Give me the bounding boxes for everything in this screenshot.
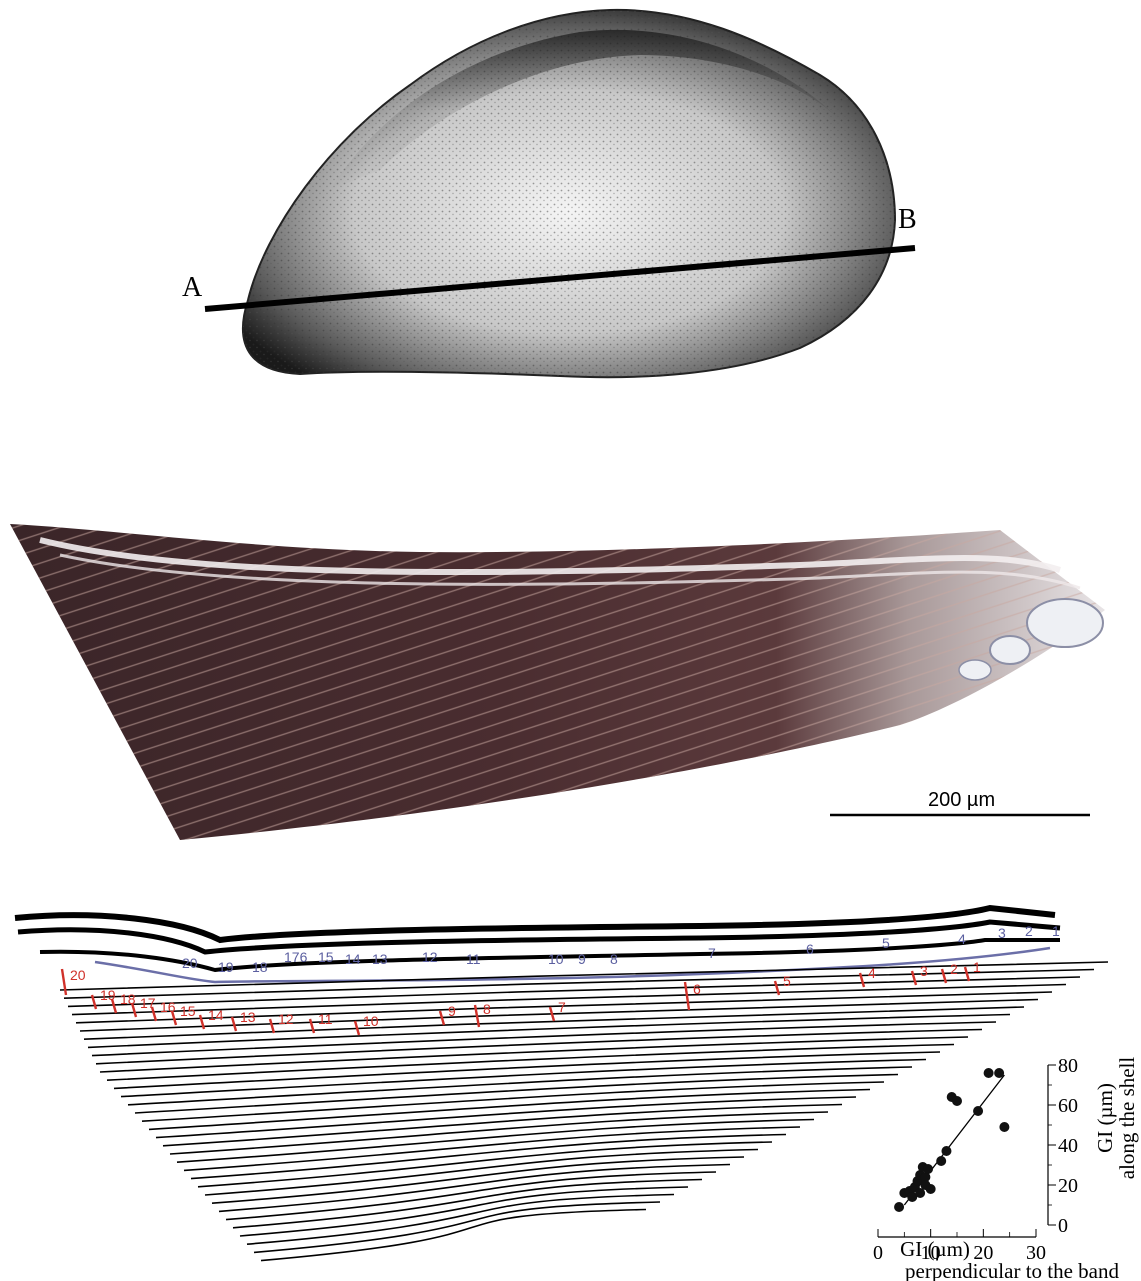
blue-band-label: 2 [1025,923,1033,939]
red-increment-label: 14 [208,1007,224,1023]
x-axis-label: GI (µm) [900,1237,970,1261]
blue-band-label: 5 [882,935,890,951]
growth-line [135,1075,898,1114]
growth-line [163,1105,842,1146]
point-a-label: A [182,272,203,303]
blue-band-label: 176 [284,949,308,965]
blue-band-label: 7 [708,945,716,961]
blue-band-label: 11 [466,951,481,967]
growth-line [142,1082,884,1121]
growth-line [177,1120,814,1163]
red-increment-label: 15 [180,1003,196,1019]
blue-band-label: 1 [1052,923,1060,939]
red-increment-label: 7 [558,999,566,1015]
shell-drawing-panel: A B [0,0,1141,400]
scatter-point [973,1106,983,1116]
y-axis-label: GI (µm) [1093,1083,1117,1153]
blue-band-label: 14 [345,951,361,967]
chart-axes: 0102030020406080 [873,1055,1078,1264]
red-increment-label: 8 [483,1001,491,1017]
red-increment-label: 3 [920,963,928,979]
growth-line [92,1022,996,1056]
red-increment-label: 18 [120,991,136,1007]
scatter-point [994,1068,1004,1078]
growth-line [170,1112,828,1154]
red-increment-mark [912,971,916,985]
growth-line [240,1187,688,1236]
y-tick-label: 60 [1058,1095,1078,1117]
red-increment-label: 19 [100,987,116,1003]
red-increment-label: 10 [363,1013,379,1029]
y-tick-label: 0 [1058,1215,1068,1237]
scatter-point [952,1096,962,1106]
blue-band-label: 6 [806,941,814,957]
red-increment-mark [232,1017,236,1031]
red-increment-label: 9 [448,1003,456,1019]
shell-drawing: A B [0,0,1141,400]
blue-band-label: 13 [372,951,388,967]
red-increment-label: 17 [140,995,156,1011]
red-increment-label: 6 [693,981,701,997]
growth-line [84,1007,1024,1039]
scatter-point [999,1122,1009,1132]
growth-line [88,1015,1010,1048]
growth-line [156,1097,856,1138]
micrograph: 200 µm [0,510,1141,850]
red-increment-mark [685,982,689,1010]
growth-line [247,1195,674,1245]
chart-points [894,1068,1009,1212]
outer-layer-line [15,908,1055,940]
scatter-point [941,1146,951,1156]
y-tick-label: 20 [1058,1175,1078,1197]
red-increment-label: 13 [240,1009,256,1025]
blue-band-label: 20 [182,955,198,971]
blue-band-label: 10 [548,951,564,967]
growth-line [149,1090,870,1130]
blue-band-label: 9 [578,951,586,967]
scatter-point [984,1068,994,1078]
x-axis-label-line2: perpendicular to the band [905,1259,1119,1281]
x-tick-label: 0 [873,1242,883,1264]
y-tick-label: 80 [1058,1055,1078,1077]
blue-band-label: 12 [422,949,438,965]
y-tick-label: 40 [1058,1135,1078,1157]
blue-band-label: 8 [610,951,618,967]
red-increment-label: 20 [70,967,86,983]
point-b-label: B [898,204,917,235]
y-axis-label-line2: along the shell [1115,1057,1139,1180]
scatter-point [936,1156,946,1166]
red-increment-mark [965,967,969,981]
red-increment-label: 4 [868,965,876,981]
growth-line [184,1127,800,1170]
scale-bar-label: 200 µm [928,789,995,811]
blue-band-label: 18 [252,959,268,975]
red-increment-label: 11 [318,1011,333,1027]
blue-band-label: 15 [318,949,334,965]
red-increment-label: 12 [278,1011,294,1027]
scatter-point [926,1184,936,1194]
band-drawing-panel: 201918176151413121110987654321 201918171… [0,890,1141,1281]
blue-band-label: 4 [958,931,966,947]
blue-band-label: 19 [218,959,234,975]
red-increment-mark [270,1019,274,1033]
red-increment-mark [62,969,66,995]
micrograph-panel: 200 µm [0,510,1141,850]
growth-line [205,1150,758,1196]
scatter-point [923,1164,933,1174]
scatter-point [894,1202,904,1212]
red-increment-label: 1 [973,959,981,975]
red-increment-label: 2 [950,961,958,977]
blue-band-label: 3 [998,925,1006,941]
red-increment-label: 16 [160,999,176,1015]
red-increment-label: 5 [783,973,791,989]
blue-boundary-line [95,948,1050,982]
